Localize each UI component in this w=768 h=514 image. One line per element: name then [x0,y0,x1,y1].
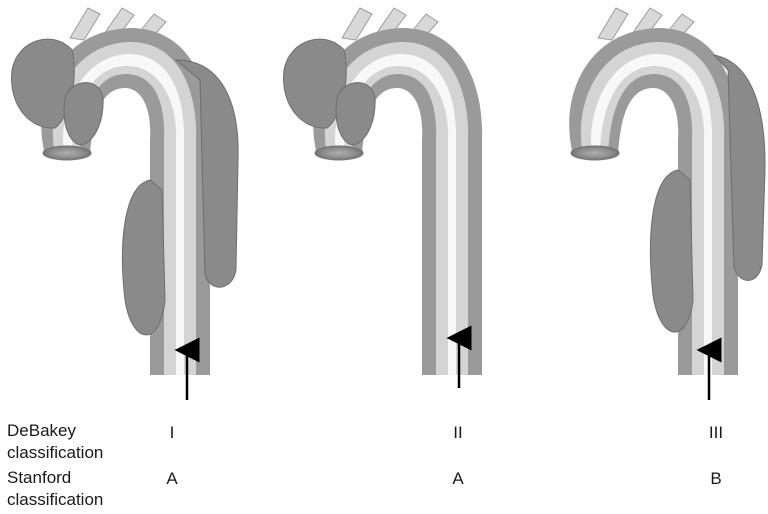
debakey-value-panel-2: II [428,422,488,443]
panel-debakey-iii [569,8,765,400]
debakey-label-line2: classification [7,442,103,463]
stanford-value-panel-2: A [428,468,488,489]
debakey-label-line1: DeBakey [7,420,76,441]
stanford-label-line2: classification [7,489,103,510]
panel-debakey-ii [284,8,483,388]
stanford-value-panel-1: A [142,468,202,489]
debakey-value-panel-3: III [686,422,746,443]
stanford-value-panel-3: B [686,468,746,489]
panel-debakey-i [12,8,239,400]
stanford-label-line1: Stanford [7,467,71,488]
debakey-value-panel-1: I [142,422,202,443]
